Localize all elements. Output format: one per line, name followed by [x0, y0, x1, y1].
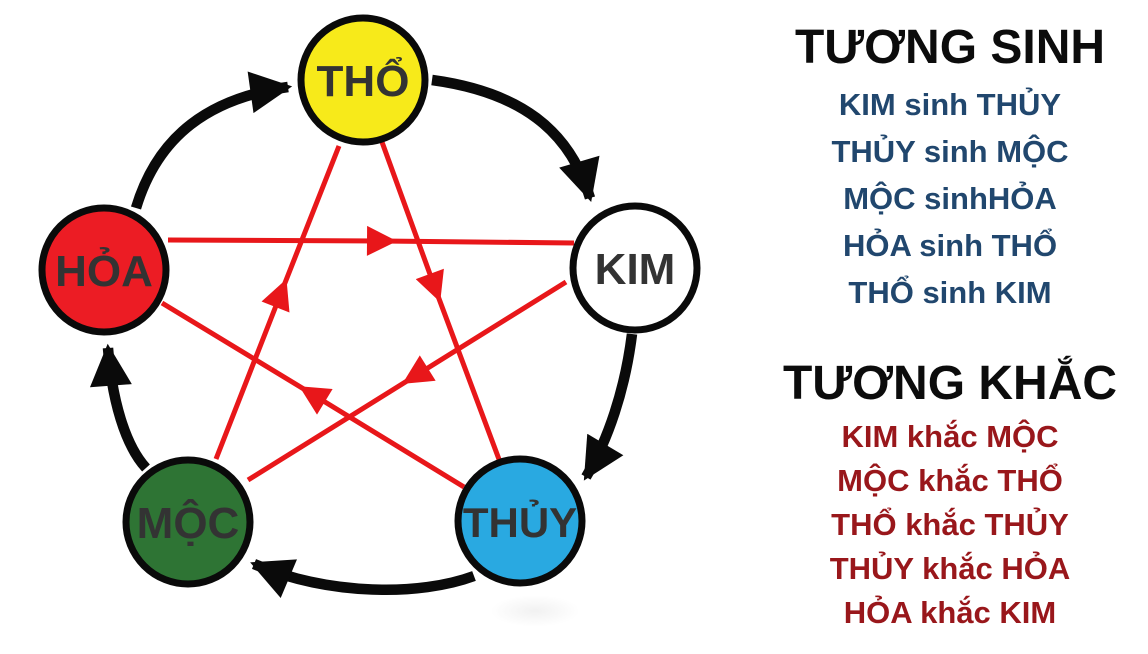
legend-panel: TƯƠNG SINH KIM sinh THỦY THỦY sinh MỘC M…: [760, 0, 1140, 654]
node-tho-circle: [297, 14, 429, 146]
generation-arrow-tho-to-kim: [431, 74, 600, 203]
khac-item-5: HỎA khắc KIM: [843, 595, 1057, 630]
node-kim: KIM: [569, 202, 701, 334]
sinh-list: KIM sinh THỦY THỦY sinh MỘC MỘC sinhHỎA …: [760, 81, 1140, 316]
generation-arrow-moc-to-hoa: [89, 343, 150, 472]
overcoming-arrow-kim-to-moc: [246, 279, 568, 483]
five-elements-diagram: THỔ KIM THỦY MỘC HỎA: [38, 14, 701, 599]
sinh-section-title: TƯƠNG SINH: [794, 21, 1106, 74]
node-moc: MỘC: [122, 456, 254, 588]
node-kim-label: KIM: [595, 245, 676, 294]
sinh-item-3: MỘC sinhHỎA: [843, 181, 1057, 216]
generation-arrow-hoa-to-tho: [130, 71, 293, 210]
node-hoa: HỎA: [38, 204, 170, 336]
sinh-item-5: THỔ sinh KIM: [848, 275, 1052, 310]
node-hoa-circle: [38, 204, 170, 336]
sinh-item-1: KIM sinh THỦY: [838, 87, 1062, 122]
khac-item-1: KIM khắc MỘC: [841, 419, 1059, 454]
sinh-item-4: HỎA sinh THỔ: [842, 228, 1058, 263]
node-kim-circle: [569, 202, 701, 334]
generation-arrow-thuy-to-moc: [250, 559, 476, 599]
khac-item-4: THỦY khắc HỎA: [829, 551, 1071, 586]
node-moc-circle: [122, 456, 254, 588]
faint-watermark-smudge: [490, 595, 580, 627]
khac-section-title: TƯƠNG KHẮC: [782, 357, 1118, 410]
node-tho-label: THỔ: [317, 55, 410, 106]
node-moc-label: MỘC: [137, 497, 240, 548]
overcoming-arrow-thuy-to-hoa: [160, 300, 466, 490]
khac-item-2: MỘC khắc THỔ: [837, 463, 1063, 498]
node-hoa-label: HỎA: [55, 245, 153, 296]
overcoming-arrow-moc-to-tho: [213, 145, 342, 460]
generation-arrow-kim-to-thuy: [581, 333, 638, 481]
node-thuy-circle: [454, 455, 586, 587]
khac-item-3: THỔ khắc THỦY: [831, 507, 1069, 542]
sinh-item-2: THỦY sinh MỘC: [831, 134, 1069, 169]
node-thuy: THỦY: [454, 455, 586, 587]
overcoming-arrow-tho-to-thuy: [379, 141, 503, 463]
node-tho: THỔ: [297, 14, 429, 146]
node-thuy-label: THỦY: [463, 498, 577, 546]
khac-list: KIM khắc MỘC MỘC khắc THỔ THỔ khắc THỦY …: [760, 415, 1140, 635]
overcoming-arrow-hoa-to-kim: [167, 225, 575, 256]
